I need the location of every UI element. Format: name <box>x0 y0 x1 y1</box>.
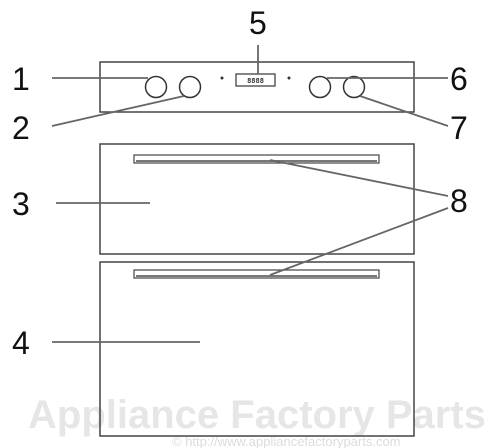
watermark-url: © http://www.appliancefactoryparts.com <box>172 434 401 448</box>
callout-3: 3 <box>12 186 30 222</box>
knob-6 <box>308 75 332 99</box>
watermark-brand: Appliance Factory Parts <box>28 393 486 437</box>
leader-line-8b <box>269 207 449 276</box>
callout-1: 1 <box>12 61 30 97</box>
indicator-light-left <box>220 76 224 80</box>
top-oven-handle <box>133 154 380 164</box>
top-oven-door <box>99 143 415 255</box>
knob-7 <box>342 75 366 99</box>
indicator-light-right <box>287 76 291 80</box>
clock-display-readout: 8888 <box>247 77 264 85</box>
leader-line-8a <box>269 159 449 197</box>
callout-6: 6 <box>450 61 468 97</box>
bottom-oven-handle <box>133 269 380 279</box>
bottom-oven-door <box>99 261 415 437</box>
clock-display <box>235 73 276 87</box>
control-panel <box>99 61 415 113</box>
leader-line-2 <box>51 95 185 127</box>
callout-8: 8 <box>450 183 468 219</box>
callout-5: 5 <box>249 5 267 41</box>
callout-7: 7 <box>450 110 468 146</box>
knob-2 <box>178 75 202 99</box>
leader-line-7 <box>359 95 449 127</box>
knob-1 <box>144 75 168 99</box>
callout-2: 2 <box>12 110 30 146</box>
callout-4: 4 <box>12 325 30 361</box>
